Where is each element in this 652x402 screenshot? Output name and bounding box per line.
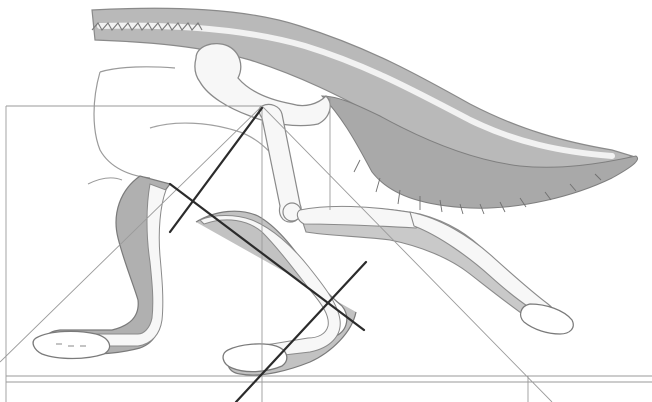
middle-hind-leg [196,211,356,375]
rump-contour [94,67,175,178]
metatarsal-rear [410,212,554,318]
near-hind-leg [33,176,170,359]
rear-paw [521,304,574,334]
near-paw [33,331,109,358]
belly-line [88,178,122,184]
middle-leg-bone [200,216,340,359]
thigh [150,104,301,222]
